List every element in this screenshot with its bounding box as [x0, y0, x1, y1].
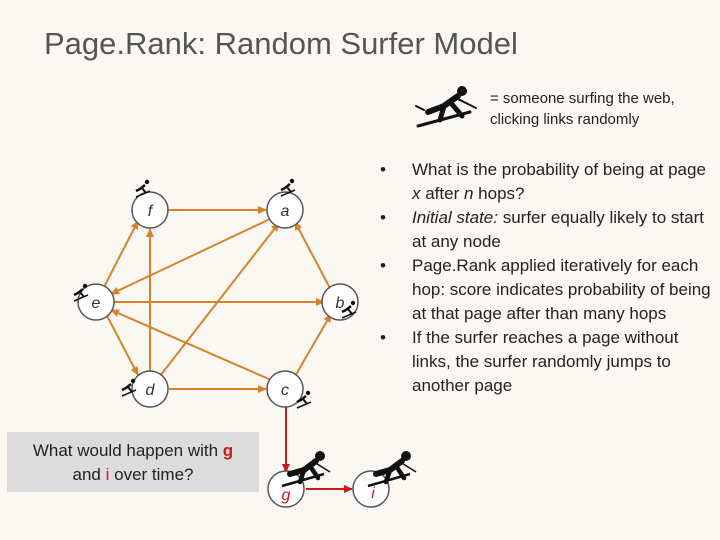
svg-text:g: g [282, 487, 291, 504]
legend: = someone surfing the web, clicking link… [410, 82, 710, 142]
node-d[interactable]: d [120, 370, 169, 408]
legend-text: = someone surfing the web, clicking link… [490, 88, 675, 130]
svg-text:b: b [336, 295, 345, 312]
edges-red [282, 402, 353, 493]
svg-text:a: a [281, 203, 290, 220]
bullet-item: Page.Rank applied iteratively for each h… [380, 254, 712, 326]
svg-text:c: c [281, 382, 289, 399]
node-c[interactable]: c [266, 370, 313, 410]
edge-b-a [294, 221, 332, 291]
nodes: f a e b d c g [72, 177, 416, 508]
slide-title: Page.Rank: Random Surfer Model [44, 26, 518, 61]
bullet-item: If the surfer reaches a page without lin… [380, 326, 712, 398]
legend-line-1: = someone surfing the web, [490, 90, 675, 107]
edge-e-f [103, 220, 139, 288]
skier-icon [415, 86, 477, 128]
edges [103, 206, 332, 393]
node-a[interactable]: a [266, 177, 304, 229]
node-e[interactable]: e [72, 282, 115, 321]
edge-c-e [110, 309, 272, 381]
legend-line-2: clicking links randomly [490, 111, 640, 128]
node-i[interactable]: i [352, 451, 416, 508]
node-b[interactable]: b [321, 283, 359, 321]
svg-text:e: e [92, 295, 101, 312]
edge-c-b [293, 313, 332, 379]
edge-d-a [159, 222, 280, 377]
bullet-list: What is the probability of being at page… [380, 158, 712, 398]
svg-text:f: f [148, 203, 154, 220]
edge-e-d [104, 311, 139, 376]
node-g[interactable]: g [267, 451, 330, 508]
bullet-item: Initial state: surfer equally likely to … [380, 206, 712, 254]
svg-text:d: d [146, 382, 156, 399]
question-box: What would happen with g and i over time… [7, 432, 259, 492]
bullet-item: What is the probability of being at page… [380, 158, 712, 206]
svg-text:i: i [371, 485, 375, 502]
node-f[interactable]: f [131, 178, 169, 229]
edge-a-e [110, 218, 271, 295]
